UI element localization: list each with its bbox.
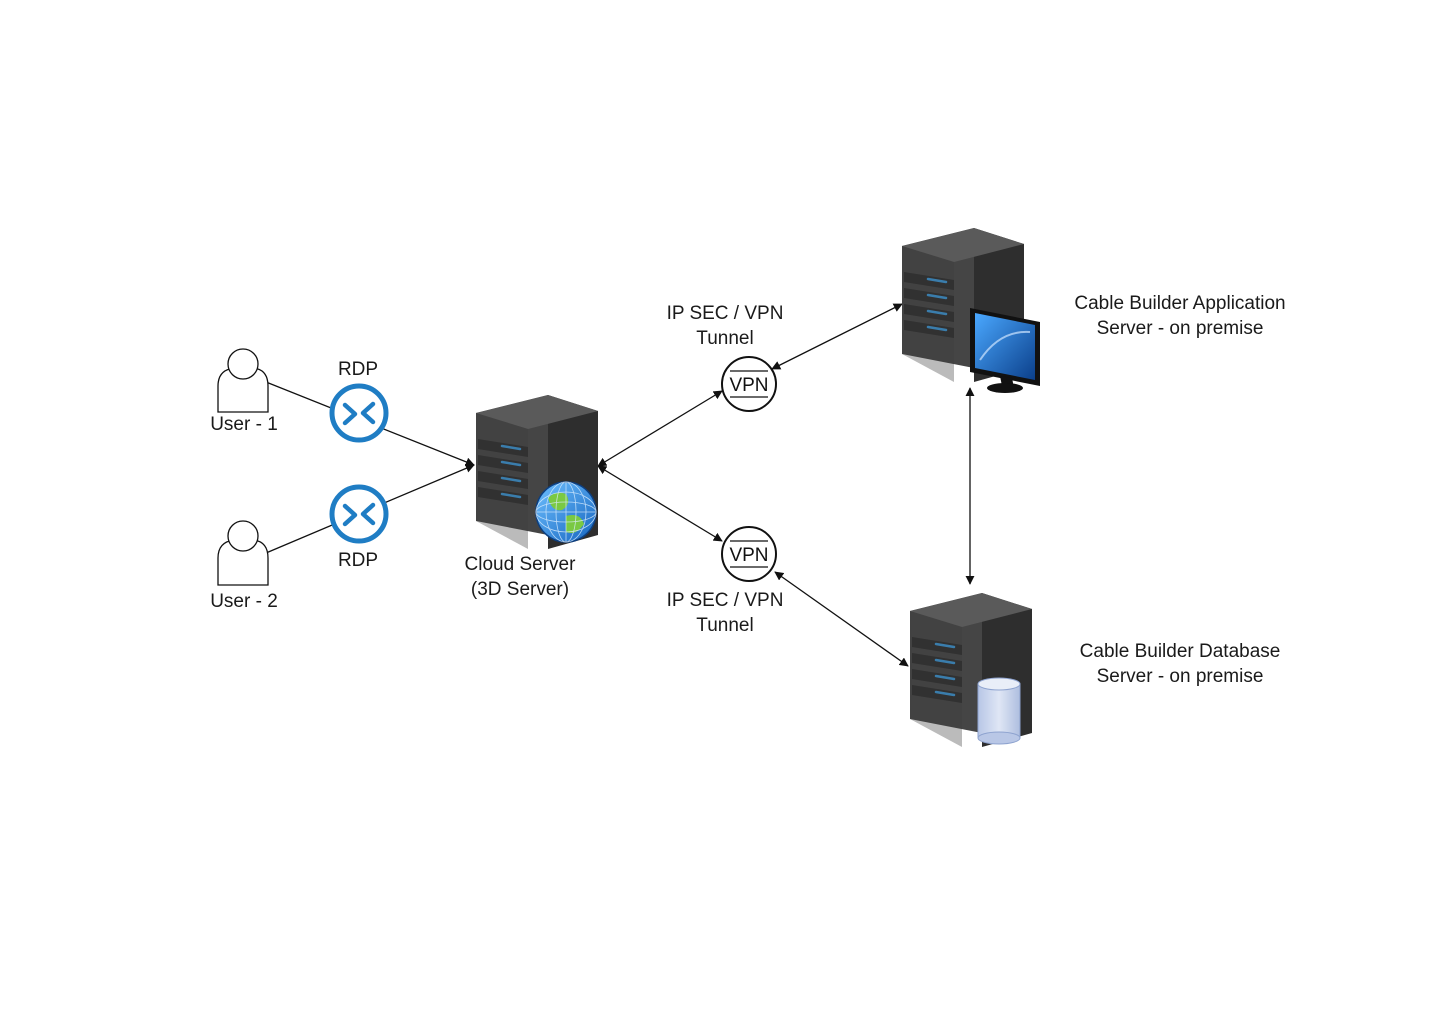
- vpn-icon: VPN: [721, 356, 777, 412]
- user2-label: User - 2: [210, 591, 278, 612]
- db-server-label: Cable Builder Database Server - on premi…: [1079, 641, 1281, 687]
- remote-desktop-icon: [329, 383, 389, 443]
- server-monitor-icon: [900, 226, 1040, 393]
- user-icon: [217, 348, 269, 413]
- app-server-label: Cable Builder Application Server - on pr…: [1074, 293, 1286, 339]
- monitor-icon: [970, 308, 1040, 393]
- vpn-bottom-label: IP SEC / VPN Tunnel: [666, 590, 784, 636]
- connector-cloud-vpn-top: [597, 390, 723, 467]
- vpn-top-label: IP SEC / VPN Tunnel: [666, 303, 784, 349]
- vpn-glyph: VPN: [729, 375, 768, 396]
- globe-icon: [535, 481, 597, 543]
- vpn-icon: VPN: [721, 526, 777, 582]
- connector-cloud-vpn-bottom: [597, 465, 723, 542]
- user-icon: [217, 520, 269, 586]
- connector-vpn-bottom-db: [774, 571, 909, 667]
- server-database-icon: [908, 591, 1034, 749]
- cloud-server-label: Cloud Server (3D Server): [464, 554, 576, 600]
- connections: [265, 303, 975, 667]
- vpn-glyph: VPN: [729, 545, 768, 566]
- connector-vpn-top-app: [771, 303, 903, 370]
- rdp1-label: RDP: [337, 359, 379, 380]
- database-icon: [977, 677, 1021, 745]
- server-globe-icon: [474, 393, 600, 551]
- remote-desktop-icon: [329, 484, 389, 544]
- rdp2-label: RDP: [337, 550, 379, 571]
- user1-label: User - 1: [210, 414, 278, 435]
